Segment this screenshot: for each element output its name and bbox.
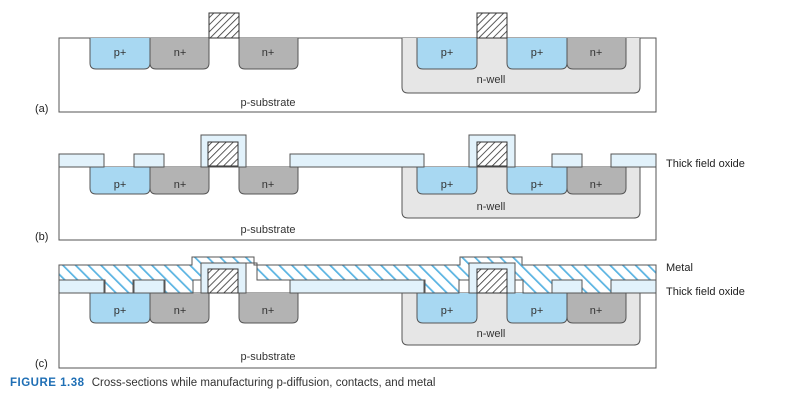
field-oxide	[133, 279, 165, 294]
n-well-label: n-well	[477, 74, 506, 86]
field-oxide	[289, 279, 425, 294]
figure-caption-text: Cross-sections while manufacturing p-dif…	[91, 377, 436, 389]
field-oxide	[551, 153, 583, 168]
field-oxide	[133, 153, 165, 168]
polysilicon-gate	[207, 268, 239, 294]
figure-caption: FIGURE 1.38 Cross-sections while manufac…	[10, 377, 435, 389]
field-oxide	[58, 279, 105, 294]
panel-tag: (a)	[35, 103, 48, 115]
side-label-field-oxide: Thick field oxide	[666, 158, 745, 170]
diffusion-p-plus	[506, 293, 568, 324]
diffusion-p-plus	[89, 38, 151, 70]
polysilicon-gate	[476, 141, 508, 167]
diffusion-label: n+	[174, 47, 187, 59]
diffusion-label: p+	[531, 305, 544, 317]
substrate-label: p-substrate	[240, 97, 295, 109]
field-oxide	[58, 153, 105, 168]
diffusion-n-plus	[566, 293, 627, 324]
panel-c: p+ n+ n+ p+ p+ n+ n-well p-substrate Met…	[35, 256, 745, 370]
diffusion-label: n+	[590, 179, 603, 191]
diffusion-p-plus	[506, 167, 568, 195]
field-oxide	[551, 279, 583, 294]
diffusion-label: n+	[590, 47, 603, 59]
diffusion-label: p+	[531, 47, 544, 59]
field-oxide	[610, 153, 657, 168]
diffusion-n-plus	[238, 293, 299, 324]
diffusion-label: n+	[174, 179, 187, 191]
side-label-field-oxide: Thick field oxide	[666, 286, 745, 298]
polysilicon-gate	[476, 12, 508, 39]
diffusion-label: n+	[590, 305, 603, 317]
diffusion-n-plus	[149, 38, 210, 70]
field-oxide	[289, 153, 425, 168]
diffusion-n-plus	[149, 167, 210, 195]
panel-tag: (c)	[35, 358, 48, 370]
diffusion-p-plus	[416, 38, 478, 70]
panel-b: p+ n+ n+ p+ p+ n+ n-well p-substrate Thi…	[35, 134, 745, 243]
diffusion-p-plus	[89, 167, 151, 195]
diffusion-n-plus	[566, 38, 627, 70]
diffusion-n-plus	[238, 38, 299, 70]
field-oxide	[610, 279, 657, 294]
diffusion-label: n+	[262, 305, 275, 317]
panel-tag: (b)	[35, 231, 48, 243]
diffusion-label: p+	[114, 47, 127, 59]
diffusion-label: n+	[262, 179, 275, 191]
diffusion-label: p+	[441, 305, 454, 317]
diffusion-p-plus	[416, 167, 478, 195]
diffusion-n-plus	[238, 167, 299, 195]
diffusion-label: n+	[262, 47, 275, 59]
diffusion-p-plus	[416, 293, 478, 324]
diffusion-label: p+	[441, 47, 454, 59]
figure-number: FIGURE 1.38	[10, 377, 85, 389]
polysilicon-gate	[207, 141, 239, 167]
substrate-label: p-substrate	[240, 224, 295, 236]
diffusion-n-plus	[566, 167, 627, 195]
diffusion-label: p+	[441, 179, 454, 191]
side-label-metal: Metal	[666, 262, 693, 274]
diffusion-p-plus	[89, 293, 151, 324]
diffusion-p-plus	[506, 38, 568, 70]
diffusion-label: n+	[174, 305, 187, 317]
n-well-label: n-well	[477, 328, 506, 340]
panel-a: p+ n+ n+ p+ p+ n+ n-well p-substrate (a)	[35, 12, 657, 115]
diffusion-label: p+	[114, 179, 127, 191]
polysilicon-gate	[476, 268, 508, 294]
n-well-label: n-well	[477, 201, 506, 213]
diffusion-n-plus	[149, 293, 210, 324]
diffusion-label: p+	[114, 305, 127, 317]
substrate-label: p-substrate	[240, 351, 295, 363]
diffusion-label: p+	[531, 179, 544, 191]
polysilicon-gate	[208, 12, 240, 39]
